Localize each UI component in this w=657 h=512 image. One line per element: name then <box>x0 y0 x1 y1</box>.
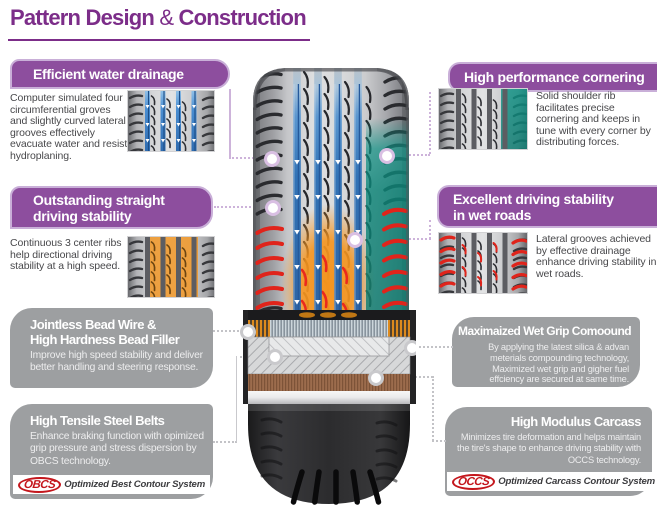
callout-dot <box>379 148 395 164</box>
connector-carcass-h2 <box>432 440 446 442</box>
tread-thumb-water-drainage <box>127 90 215 152</box>
tread-thumb-straight-stability <box>127 236 215 298</box>
occs-logo: OCCS <box>451 473 497 490</box>
callout-dot <box>404 340 416 356</box>
callout-dot <box>265 200 281 216</box>
page-title: Pattern Design & Construction <box>10 5 307 31</box>
callout-wet-grip-box: Maximaized Wet Grip Comoound By applying… <box>452 317 640 387</box>
connector-carcass-v <box>432 376 434 441</box>
connector-wet-grip-h <box>419 346 453 348</box>
callout-carcass-body: Minimizes tire deformation and helps mai… <box>456 432 641 465</box>
callout-cornering-title: High performance cornering <box>464 69 645 85</box>
callout-steel-belts-box: High Tensile Steel Belts Enhance braking… <box>10 404 213 499</box>
callout-dot <box>240 324 256 340</box>
connector-water-v <box>229 89 231 158</box>
callout-carcass-title: High Modulus Carcass <box>510 414 642 429</box>
callout-carcass-box: High Modulus Carcass Minimizes tire defo… <box>445 407 657 496</box>
connector-cornering-h <box>394 154 430 156</box>
connector-cornering-v <box>429 92 431 154</box>
title-amp: & <box>159 5 174 30</box>
connector-bead-h <box>213 330 243 332</box>
callout-water-drainage-body: Computer simulated four circumferential … <box>10 92 128 162</box>
connector-belts-v <box>236 356 237 442</box>
callout-wet-grip-body: By applying the latest silica & advan me… <box>488 342 629 385</box>
callout-bead-wire-box: Jointless Bead Wire &High Hardness Bead … <box>10 308 213 388</box>
title-part2: Construction <box>173 5 307 30</box>
connector-wet-v <box>429 220 431 239</box>
callout-dot <box>264 151 280 167</box>
callout-straight-stability-body: Continuous 3 center ribs help directiona… <box>10 237 122 273</box>
connector-straight-h <box>214 206 266 208</box>
callout-water-drainage-title: Efficient water drainage <box>33 66 184 82</box>
callout-steel-belts-title: High Tensile Steel Belts <box>30 413 165 428</box>
connector-belts-h1 <box>213 441 237 443</box>
obcs-logo-text: Optimized Best Contour System <box>64 479 206 490</box>
obcs-logo-strip: OBCS Optimized Best Contour System <box>13 475 211 494</box>
connector-water-h <box>229 157 266 159</box>
tire-diagram <box>240 68 416 505</box>
callout-bead-wire-title: Jointless Bead Wire &High Hardness Bead … <box>30 317 180 347</box>
title-underline <box>8 39 310 41</box>
callout-cornering-body: Solid shoulder rib facilitates precise c… <box>536 90 651 149</box>
callout-bead-wire-body: Improve high speed stability and deliver… <box>30 350 203 374</box>
tread-thumb-wet-stability <box>438 232 528 294</box>
callout-steel-belts-body: Enhance braking function with opimized g… <box>30 431 204 467</box>
occs-logo-text: Optimized Carcass Contour System <box>498 476 655 487</box>
occs-logo-strip: OCCS Optimized Carcass Contour System <box>447 472 657 491</box>
callout-dot <box>267 349 283 365</box>
title-part1: Pattern Design <box>10 5 160 30</box>
obcs-logo: OBCS <box>17 476 63 493</box>
callout-water-drainage-header: Efficient water drainage <box>10 59 230 89</box>
callout-dot <box>368 370 384 386</box>
tread-thumb-cornering <box>438 88 528 150</box>
callout-dot <box>347 232 363 248</box>
callout-wet-stability-body: Lateral grooves achieved by effective dr… <box>536 233 657 280</box>
callout-wet-grip-title: Maximaized Wet Grip Comoound <box>458 324 632 338</box>
callout-cornering-header: High performance cornering <box>448 62 657 92</box>
